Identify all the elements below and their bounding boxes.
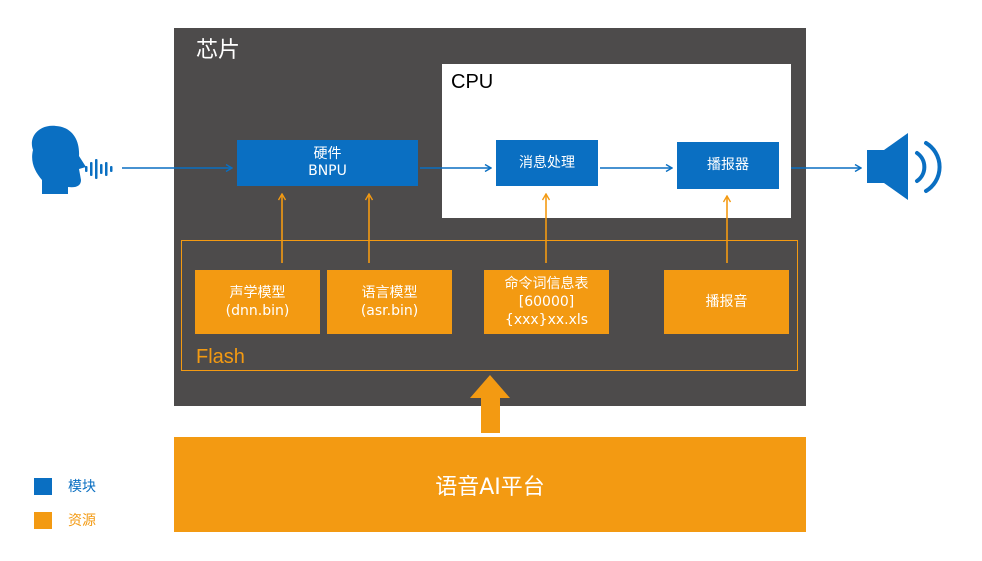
prompt-audio-resource: 播报音 [664, 270, 789, 334]
acoustic-model-resource: 声学模型 (dnn.bin) [195, 270, 320, 334]
flash-container [181, 240, 798, 371]
legend-module-label: 模块 [68, 479, 96, 495]
flash-title: Flash [196, 346, 245, 368]
acoustic-model-label-1: 声学模型 [229, 285, 286, 301]
prompt-audio-label: 播报音 [705, 294, 748, 310]
message-processing-module: 消息处理 [496, 140, 598, 186]
player-module: 播报器 [677, 142, 779, 189]
language-model-label-1: 语言模型 [361, 285, 418, 301]
speaker-icon [867, 133, 942, 200]
voice-ai-platform-label: 语音AI平台 [435, 474, 545, 500]
message-processing-label: 消息处理 [519, 154, 575, 171]
legend-resource-swatch [34, 512, 52, 529]
acoustic-model-label-2: (dnn.bin) [225, 303, 290, 319]
legend-module-swatch [34, 478, 52, 495]
command-word-label-1: 命令词信息表 [504, 276, 589, 292]
language-model-label-2: (asr.bin) [360, 303, 419, 319]
command-word-label-2: [60000] [518, 294, 575, 310]
legend-resource-label: 资源 [68, 513, 96, 529]
cpu-container [442, 64, 791, 218]
speaking-head-icon [31, 125, 113, 194]
chip-title: 芯片 [196, 38, 241, 63]
language-model-resource: 语言模型 (asr.bin) [327, 270, 452, 334]
player-label: 播报器 [707, 157, 749, 173]
voice-ai-platform: 语音AI平台 [174, 437, 806, 532]
command-word-label-3: {xxx}xx.xls [504, 312, 589, 328]
command-word-table-resource: 命令词信息表 [60000] {xxx}xx.xls [484, 270, 609, 334]
bnpu-module: 硬件 BNPU [237, 140, 418, 186]
cpu-title: CPU [451, 71, 494, 93]
bnpu-module-label-2: BNPU [308, 163, 347, 179]
bnpu-module-label-1: 硬件 [313, 146, 342, 162]
